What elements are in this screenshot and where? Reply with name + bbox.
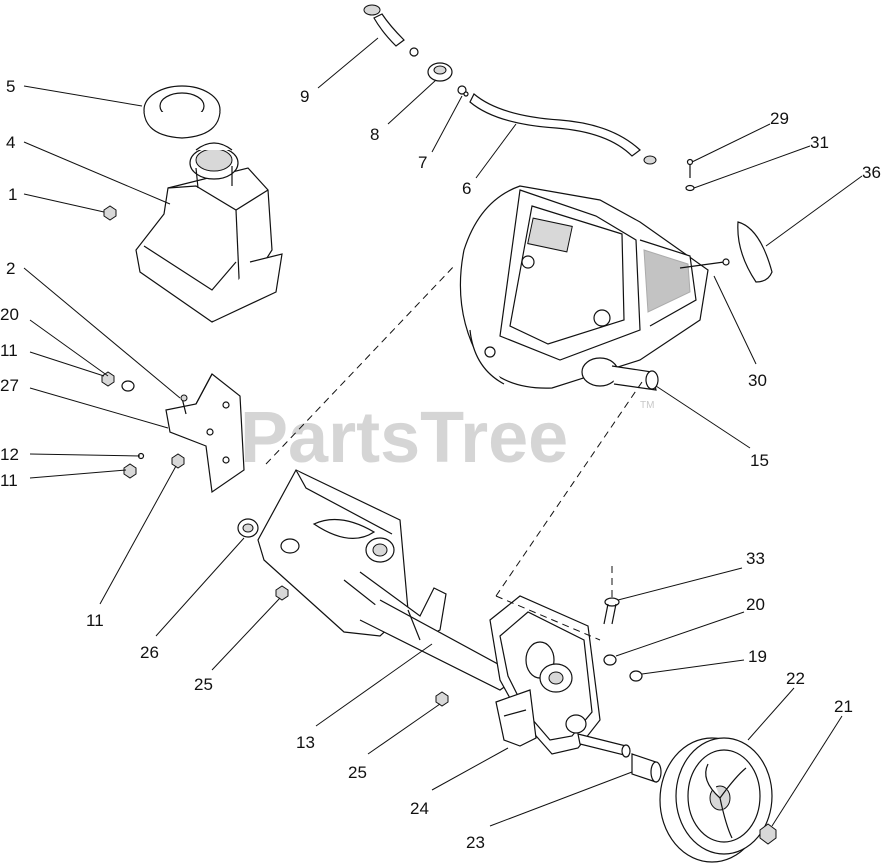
callout-1[interactable]: 1 — [8, 185, 17, 204]
part-9-fuel-line[interactable] — [363, 4, 419, 57]
callout-25-upper[interactable]: 25 — [194, 675, 213, 694]
callout-25-lower[interactable]: 25 — [348, 763, 367, 782]
part-4-fuel-tank[interactable] — [135, 142, 283, 323]
callout-31[interactable]: 31 — [810, 133, 829, 152]
callout-20-right[interactable]: 20 — [746, 595, 765, 614]
watermark-tm: TM — [640, 400, 654, 411]
callout-36[interactable]: 36 — [862, 163, 881, 182]
part-33-bolt[interactable] — [603, 597, 620, 625]
part-8-fuel-filter[interactable] — [427, 62, 453, 82]
part-7-clamp[interactable] — [457, 85, 469, 97]
callout-6[interactable]: 6 — [462, 179, 471, 198]
callout-30[interactable]: 30 — [748, 371, 767, 390]
callout-19[interactable]: 19 — [748, 647, 767, 666]
callout-4[interactable]: 4 — [6, 133, 15, 152]
callout-2[interactable]: 2 — [6, 259, 15, 278]
callout-15[interactable]: 15 — [750, 451, 769, 470]
part-6-fuel-hose[interactable] — [469, 93, 657, 165]
callout-26[interactable]: 26 — [140, 643, 159, 662]
callout-labels: 5 4 1 2 20 11 27 12 11 11 9 8 7 6 29 31 … — [0, 77, 881, 852]
part-22-wheel[interactable] — [659, 737, 773, 863]
callout-11-left-top[interactable]: 11 — [0, 341, 18, 360]
callout-22[interactable]: 22 — [786, 669, 805, 688]
callout-11-lower[interactable]: 11 — [86, 611, 104, 630]
engine[interactable] — [459, 185, 709, 391]
part-21-nut[interactable] — [759, 823, 777, 845]
callout-7[interactable]: 7 — [418, 153, 427, 172]
callout-13[interactable]: 13 — [296, 733, 315, 752]
frame-housing[interactable] — [257, 469, 522, 691]
watermark: PartsTree — [240, 398, 568, 478]
part-24-bracket[interactable] — [495, 689, 537, 747]
part-25-nut-a[interactable] — [275, 585, 289, 601]
callout-20-left[interactable]: 20 — [0, 305, 19, 324]
part-19-bolt[interactable] — [629, 670, 643, 682]
callout-27[interactable]: 27 — [0, 376, 19, 395]
part-1-nut[interactable] — [103, 205, 117, 221]
callout-24[interactable]: 24 — [410, 799, 429, 818]
callout-11-left-bottom[interactable]: 11 — [0, 471, 18, 490]
axle[interactable] — [577, 733, 631, 758]
callout-8[interactable]: 8 — [370, 125, 379, 144]
leader-lines — [23, 37, 863, 827]
callout-5[interactable]: 5 — [6, 77, 15, 96]
part-26-bushing[interactable] — [237, 518, 259, 538]
hardware-left[interactable] — [101, 371, 185, 479]
callout-33[interactable]: 33 — [746, 549, 765, 568]
part-5-cap[interactable] — [143, 85, 221, 139]
dashed-lines — [265, 263, 643, 641]
callout-23[interactable]: 23 — [466, 833, 485, 852]
part-20-washer[interactable] — [603, 654, 617, 666]
callout-21[interactable]: 21 — [834, 697, 853, 716]
part-36-deflector[interactable] — [737, 221, 773, 283]
callout-12[interactable]: 12 — [0, 445, 19, 464]
part-23-spacer[interactable] — [631, 753, 662, 783]
hardware-engine-right[interactable] — [679, 158, 730, 269]
callout-9[interactable]: 9 — [300, 87, 309, 106]
part-2-bracket[interactable] — [165, 373, 245, 494]
callout-29[interactable]: 29 — [770, 109, 789, 128]
side-plate[interactable] — [489, 595, 601, 755]
part-25-nut-b[interactable] — [435, 691, 449, 707]
